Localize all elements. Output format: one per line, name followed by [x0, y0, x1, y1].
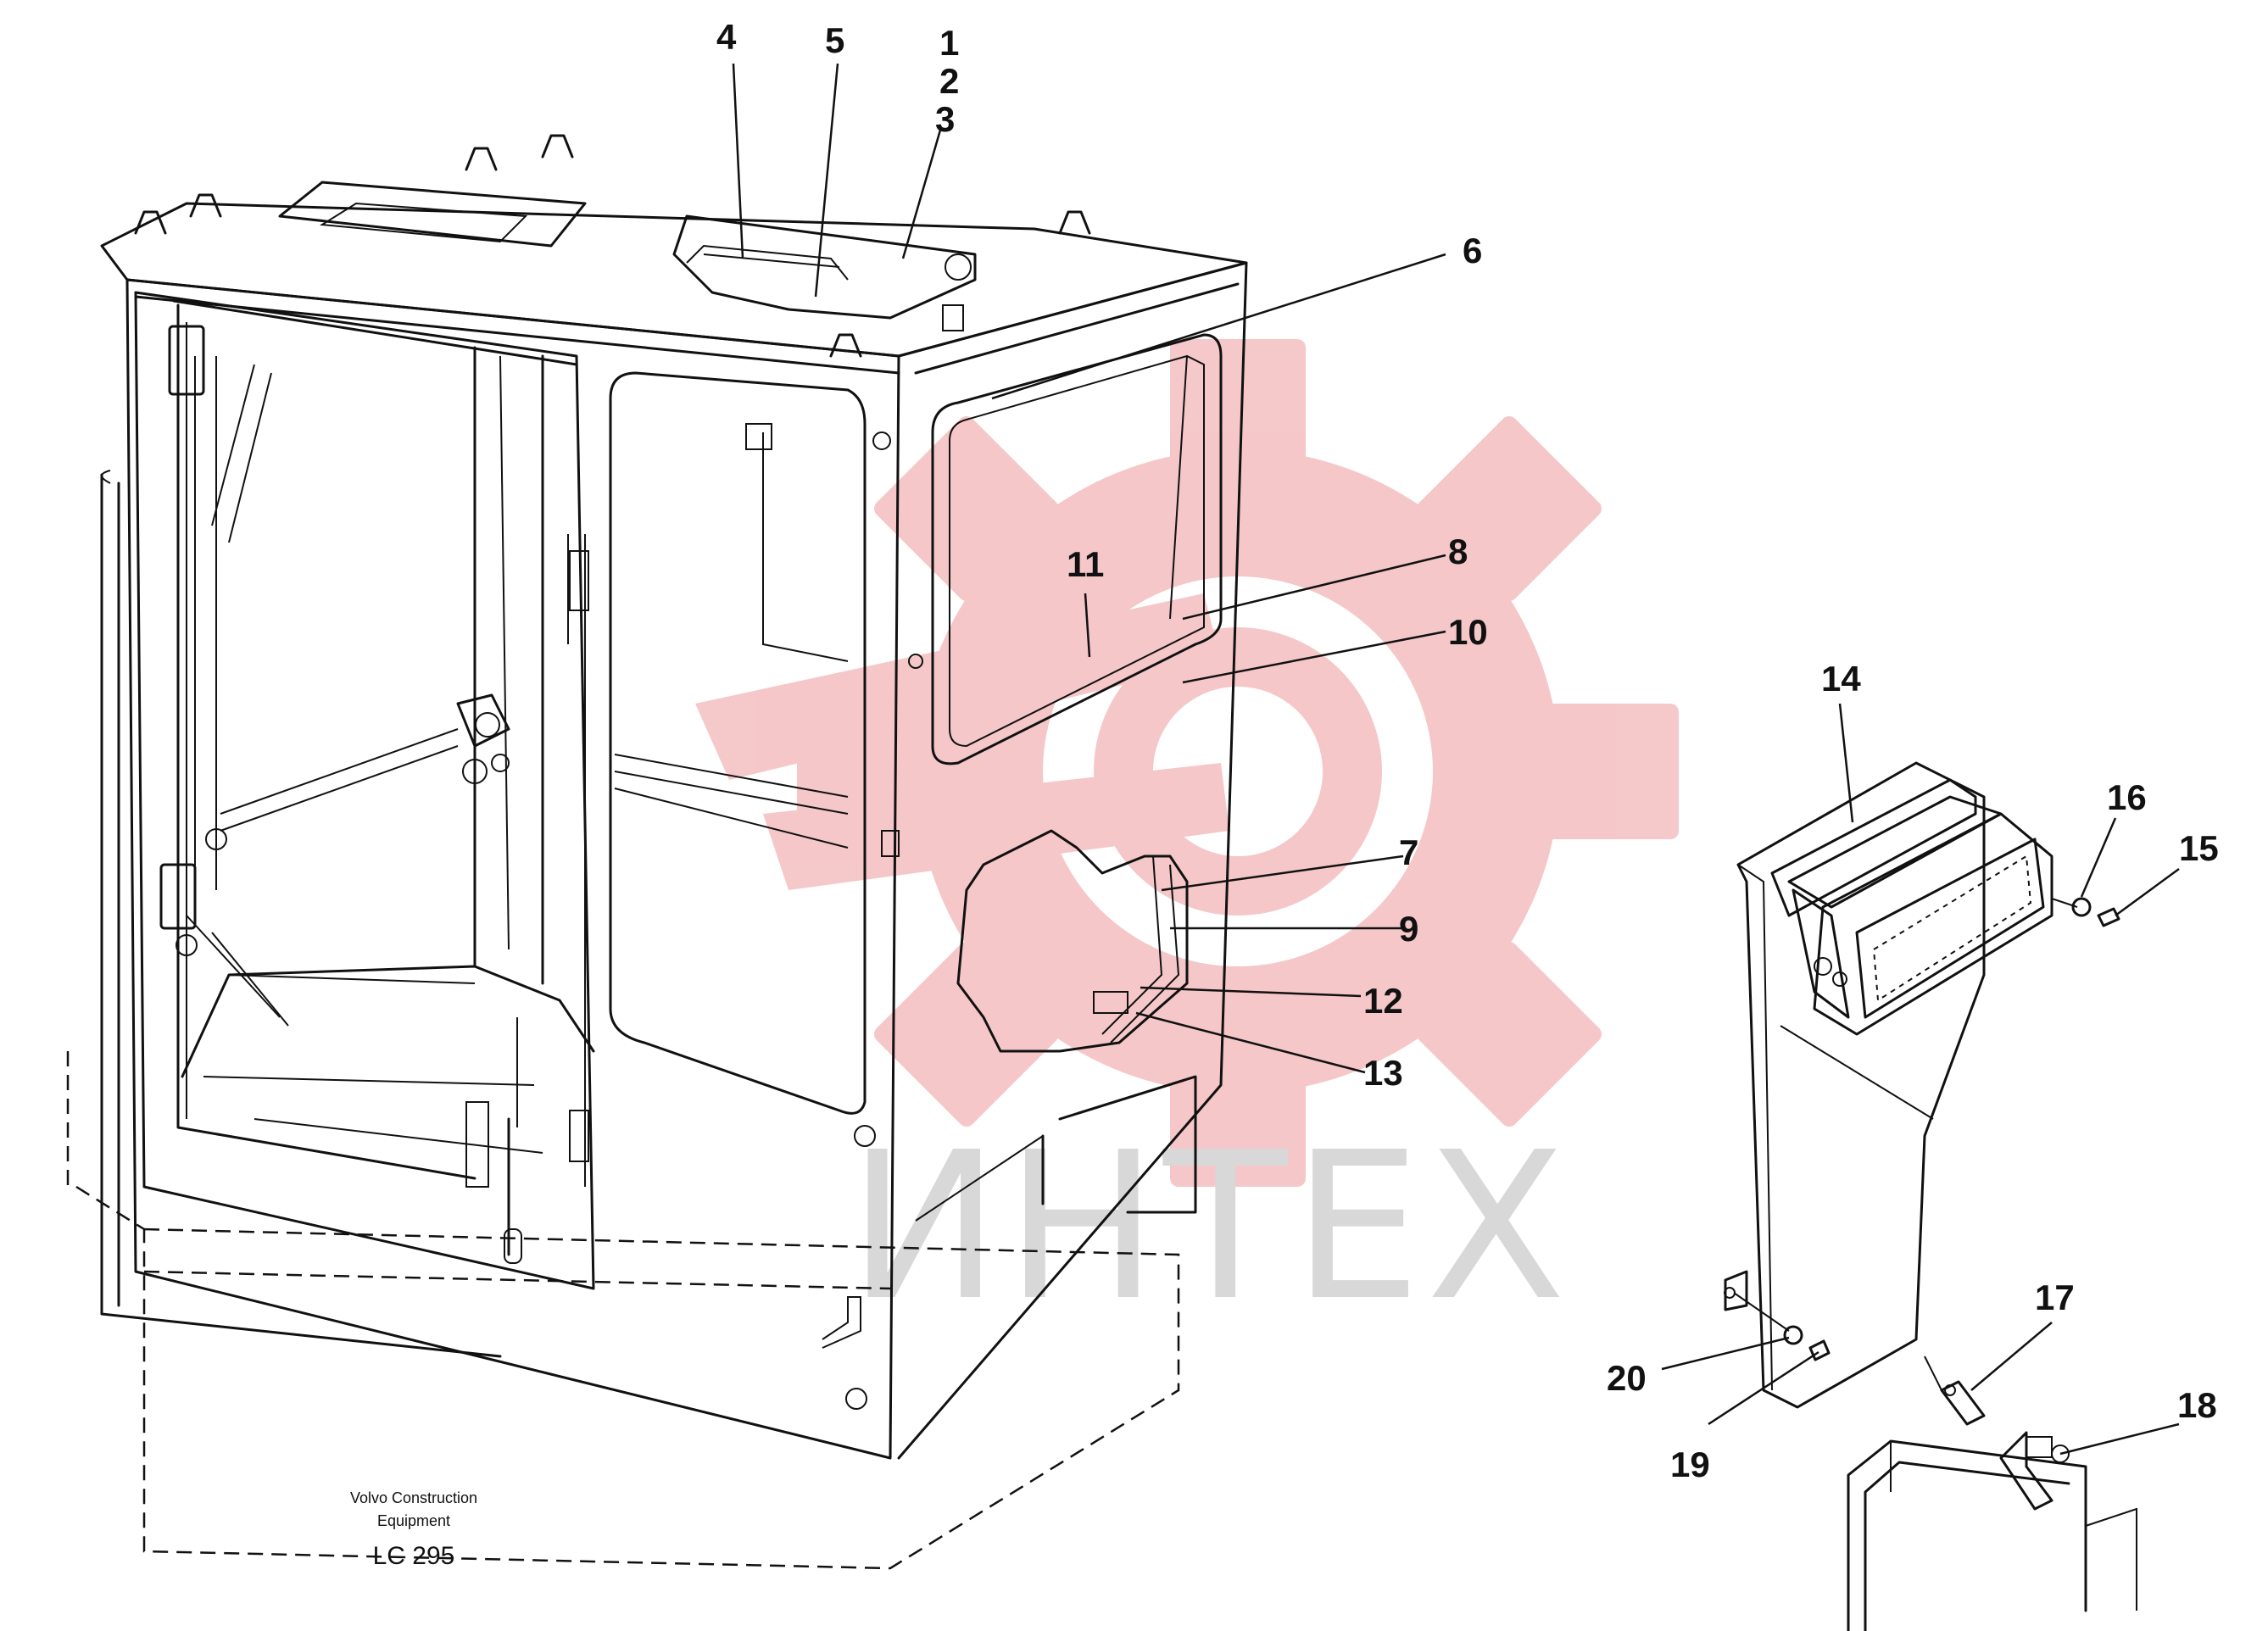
callout-18: 18: [2177, 1385, 2217, 1425]
callout-5: 5: [825, 20, 844, 60]
callout-12: 12: [1363, 981, 1403, 1021]
callout-10: 10: [1448, 612, 1488, 652]
model-number: LC 295: [373, 1542, 455, 1570]
callout-14: 14: [1821, 659, 1861, 699]
work-light-assembly: [1724, 761, 2137, 1631]
callout-4: 4: [716, 17, 737, 57]
manufacturer-caption: Volvo Construction Equipment LC 295: [350, 1489, 477, 1570]
callout-9: 9: [1399, 909, 1418, 949]
callout-3: 3: [935, 99, 955, 139]
callout-8: 8: [1448, 532, 1468, 571]
cab-base-plate: [66, 1051, 1180, 1570]
callout-leaders: [732, 63, 2180, 1456]
callout-6: 6: [1463, 231, 1482, 270]
caption-line2: Equipment: [377, 1512, 450, 1529]
callout-1: 1: [939, 23, 959, 63]
callout-2: 2: [939, 61, 959, 101]
watermark-gear-logo: [695, 339, 1679, 1187]
callout-13: 13: [1363, 1053, 1403, 1093]
watermark-text: ИНТЕХ: [848, 1108, 1571, 1345]
callout-labels: 4 5 1 2 3 6 11 8 10 7 9 12 13 14 16 15 1…: [716, 17, 2219, 1484]
callout-16: 16: [2107, 777, 2147, 817]
caption-line1: Volvo Construction: [350, 1489, 477, 1506]
callout-11: 11: [1067, 544, 1104, 584]
callout-15: 15: [2179, 828, 2219, 868]
callout-19: 19: [1670, 1445, 1710, 1484]
callout-17: 17: [2035, 1278, 2075, 1317]
operator-cab: [100, 134, 1248, 1460]
callout-7: 7: [1399, 832, 1418, 872]
callout-20: 20: [1607, 1358, 1647, 1398]
